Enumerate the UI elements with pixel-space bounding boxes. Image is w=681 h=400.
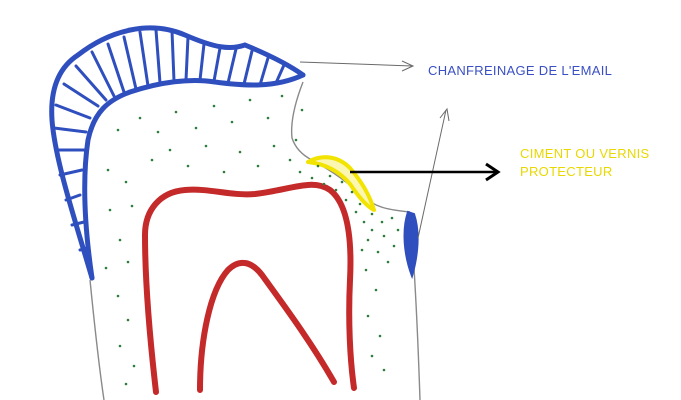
enamel-outer-edge bbox=[49, 25, 306, 281]
pulp-chamber-outer bbox=[141, 181, 357, 395]
cement-varnish-label: CIMENT OU VERNIS PROTECTEUR bbox=[520, 145, 650, 181]
enamel-label-arrow bbox=[299, 60, 415, 72]
enamel-cap-left bbox=[49, 25, 306, 281]
cement-label-line2: PROTECTEUR bbox=[520, 164, 613, 179]
dentin-dots bbox=[104, 94, 400, 386]
enamel-right-arrow bbox=[417, 107, 450, 239]
cement-label-arrow bbox=[350, 162, 501, 182]
enamel-inner-edge bbox=[82, 72, 306, 281]
tooth-outline-right bbox=[413, 267, 421, 400]
enamel-bevel-label: CHANFREINAGE DE L'EMAIL bbox=[428, 63, 613, 78]
enamel-cap-right bbox=[403, 210, 419, 280]
pulp-chamber-inner bbox=[197, 259, 337, 393]
cement-varnish-layer bbox=[306, 155, 376, 212]
cement-label-line1: CIMENT OU VERNIS bbox=[520, 146, 650, 161]
enamel-prisms bbox=[52, 28, 286, 252]
tooth-outline-left bbox=[89, 279, 105, 400]
